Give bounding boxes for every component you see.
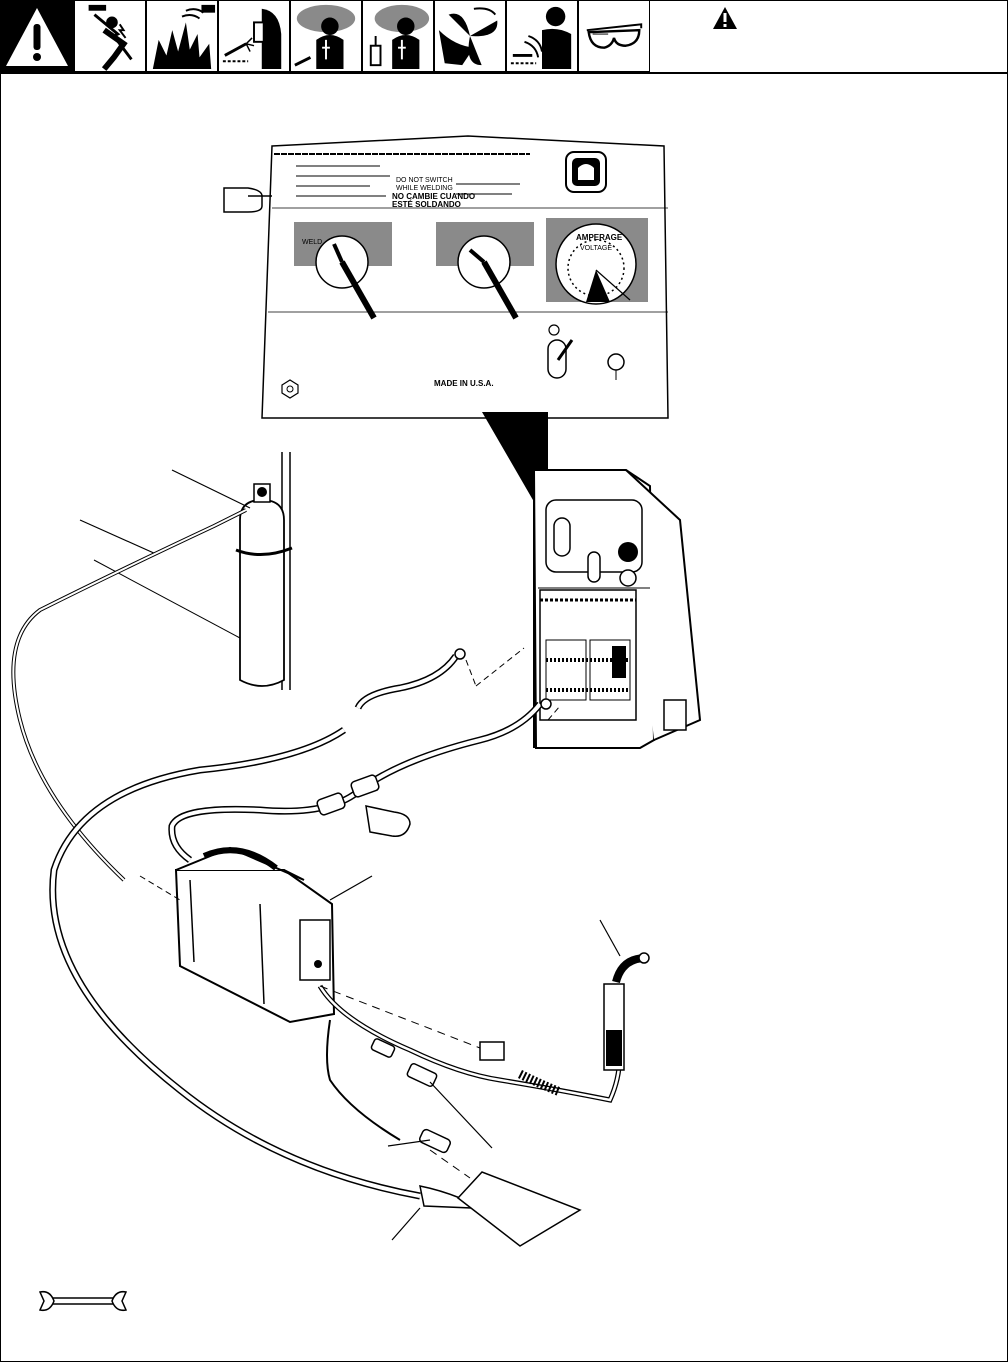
amperage-voltage-dial: AMPERAGE VOLTAGE bbox=[546, 218, 648, 305]
front-panel-icon bbox=[565, 151, 607, 193]
weld-cables bbox=[49, 647, 561, 1200]
switch-caption-2: WHILE WELDING bbox=[396, 185, 453, 192]
welding-gun bbox=[317, 919, 650, 1149]
warning-icon bbox=[0, 0, 74, 74]
arc-rays-icon bbox=[218, 0, 290, 72]
switch-caption-4: ESTÉ SOLDANDO bbox=[392, 200, 461, 209]
hot-parts-icon bbox=[506, 0, 578, 72]
process-selector-dial: WELD bbox=[294, 222, 392, 320]
gas-cylinder bbox=[79, 452, 293, 690]
moving-parts-icon bbox=[434, 0, 506, 72]
switch-caption-1: DO NOT SWITCH bbox=[396, 177, 453, 184]
explosion-icon bbox=[146, 0, 218, 72]
gas-cylinder-fumes-icon bbox=[362, 0, 434, 72]
safety-warning-strip bbox=[0, 0, 656, 74]
ground-stud-icon bbox=[281, 379, 299, 399]
connection-diagram: DO NOT SWITCH WHILE WELDING NO CAMBIE CU… bbox=[11, 135, 702, 1312]
wrench-icon bbox=[38, 1290, 128, 1312]
power-switch bbox=[547, 324, 625, 380]
warning-icon bbox=[712, 6, 738, 30]
welder-generator bbox=[532, 469, 702, 749]
pointing-hand-icon bbox=[365, 805, 411, 837]
front-panel-detail: DO NOT SWITCH WHILE WELDING NO CAMBIE CU… bbox=[223, 135, 669, 419]
electric-shock-icon bbox=[74, 0, 146, 72]
strip-rule bbox=[0, 72, 1008, 74]
switch-caption-3: NO CAMBIE CUANDO bbox=[392, 192, 475, 201]
weld-label: WELD bbox=[302, 239, 322, 246]
pointing-hand-icon bbox=[223, 187, 272, 213]
range-selector-dial bbox=[436, 222, 534, 320]
workpiece bbox=[456, 1171, 582, 1247]
made-in-label: MADE IN U.S.A. bbox=[434, 379, 494, 388]
dial-voltage-label: VOLTAGE bbox=[580, 245, 612, 252]
work-clamp bbox=[326, 1019, 475, 1241]
wire-feeder bbox=[139, 846, 373, 1024]
callout-wedge bbox=[482, 412, 548, 526]
safety-glasses-icon bbox=[578, 0, 650, 72]
dial-amperage-label: AMPERAGE bbox=[576, 233, 623, 242]
fumes-icon bbox=[290, 0, 362, 72]
